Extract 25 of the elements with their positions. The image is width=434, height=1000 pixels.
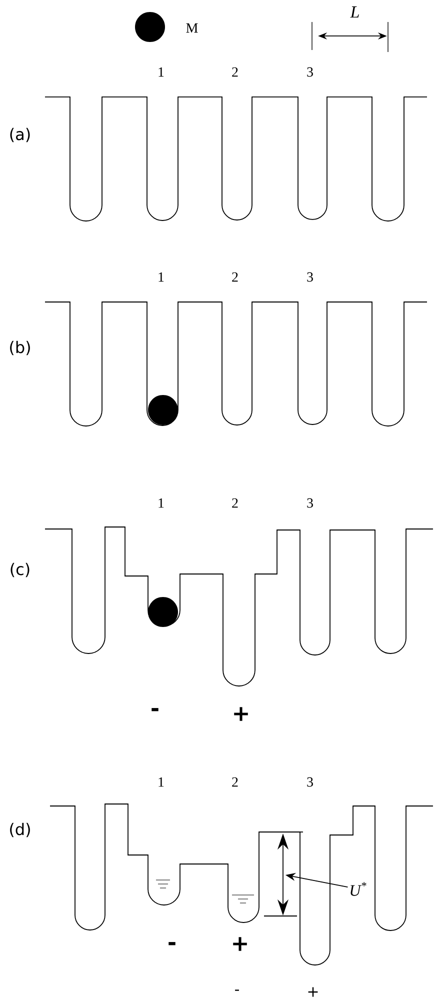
well-number: 3 [307,67,313,77]
well-number: 2 [232,67,238,77]
well-number: 1 [158,498,164,508]
charge-sign: + [234,707,248,721]
charge-sign: - [152,708,158,712]
well-number: 1 [158,272,164,282]
well-number: 1 [158,777,164,787]
dimension-label: U$^{*}$ [350,882,366,896]
well-number: 1 [158,67,164,77]
well-number: 3 [307,777,313,787]
panel-label: (c) [10,562,30,578]
charge-sign: - [168,942,176,946]
charge-sign: - [235,990,239,991]
dimension-label: L [350,6,359,18]
well-number: 3 [307,272,313,282]
well-number: 2 [232,272,238,282]
panel-label: (b) [10,340,30,356]
well-number: 2 [232,498,238,508]
particle-label: M [186,23,198,33]
well-number: 2 [232,777,238,787]
panel-label: (a) [10,128,30,142]
panel-label: (d) [10,822,30,838]
charge-sign: + [308,987,318,997]
charge-sign: + [233,937,247,951]
well-number: 3 [307,498,313,508]
